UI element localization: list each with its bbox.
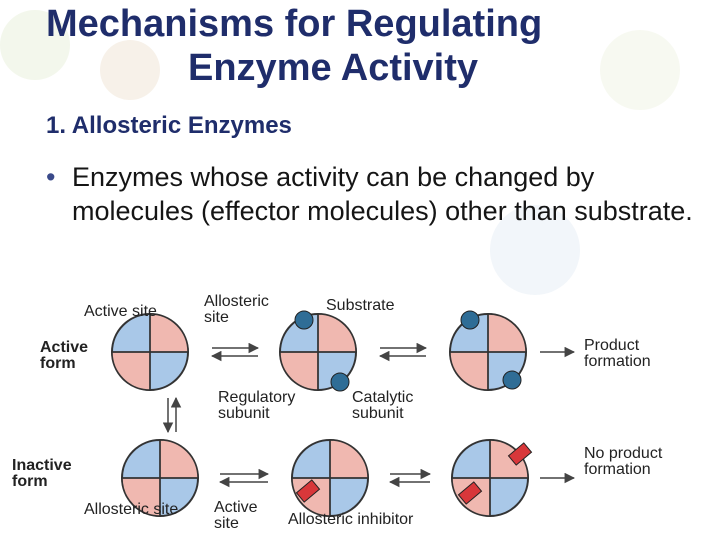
- label-allosteric-inhibitor: Allosteric inhibitor: [288, 511, 414, 528]
- label-active-form: Active form: [40, 339, 89, 372]
- label-substrate: Substrate: [326, 297, 395, 314]
- enzyme-substrate-bound: [279, 310, 357, 392]
- bullet-symbol: •: [46, 162, 56, 192]
- label-active-site-bottom: Active site: [214, 499, 258, 532]
- equilibrium-arrows: [162, 342, 576, 488]
- enzyme-catalyzing: [449, 310, 527, 391]
- background-decoration: [100, 40, 160, 100]
- label-active-site: Active site: [84, 303, 157, 320]
- bullet-item: • Enzymes whose activity can be changed …: [46, 160, 706, 228]
- enzyme-inhibited: [451, 439, 533, 517]
- allosteric-enzyme-diagram: Active site Allosteric site Substrate Ac…: [0, 280, 728, 546]
- enzyme-inactive-form: [121, 439, 199, 517]
- diagram-svg: [111, 310, 576, 517]
- label-allosteric-site-bottom: Allosteric site: [84, 501, 179, 518]
- title-line-1: Mechanisms for Regulating: [46, 3, 543, 45]
- label-catalytic-subunit: Catalytic subunit: [352, 389, 414, 422]
- title-line-2: Enzyme Activity: [188, 47, 479, 89]
- subheading: 1. Allosteric Enzymes: [46, 112, 292, 139]
- label-allosteric-site-top: Allosteric site: [204, 293, 269, 326]
- slide-title: Mechanisms for Regulating Enzyme Activit…: [46, 2, 686, 90]
- label-product-formation: Product formation: [584, 337, 651, 370]
- background-decoration: [0, 10, 70, 80]
- enzyme-inhibitor-bound: [291, 439, 369, 517]
- bullet-text: Enzymes whose activity can be changed by…: [72, 162, 693, 226]
- background-decoration: [490, 205, 580, 295]
- label-inactive-form: Inactive form: [12, 457, 72, 490]
- label-regulatory-subunit: Regulatory subunit: [218, 389, 296, 422]
- label-no-product-formation: No product formation: [584, 445, 663, 478]
- background-decoration: [600, 30, 680, 110]
- enzyme-active-form: [111, 313, 189, 391]
